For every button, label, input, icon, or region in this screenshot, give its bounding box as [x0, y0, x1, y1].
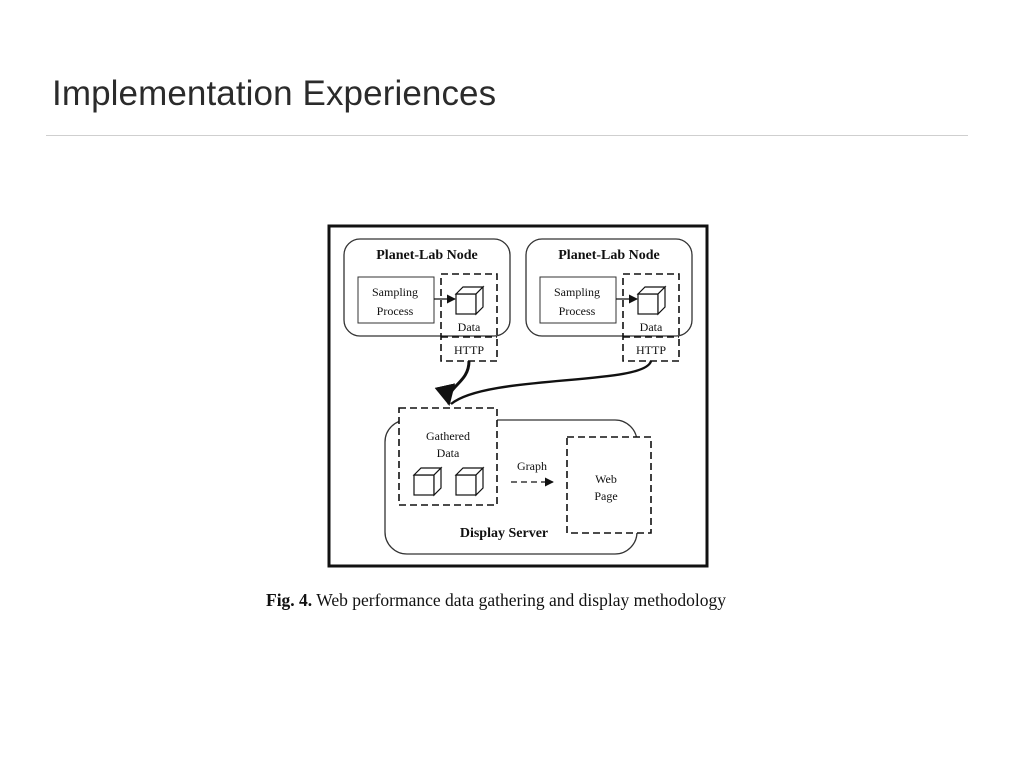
data-cube-icon [454, 466, 485, 497]
http-arrow-right [450, 360, 653, 405]
methodology-diagram: Planet-Lab Node Sampling Process Data HT… [327, 224, 709, 568]
process-label-line1: Sampling [554, 285, 600, 299]
gathered-label-line2: Data [437, 446, 460, 460]
web-label-line1: Web [595, 472, 617, 486]
data-cube-icon [636, 285, 667, 316]
process-label-line2: Process [559, 304, 596, 318]
node-title: Planet-Lab Node [376, 248, 478, 263]
http-arrow-left [434, 360, 471, 407]
http-label: HTTP [636, 343, 666, 357]
node-title: Planet-Lab Node [558, 248, 660, 263]
figure: Planet-Lab Node Sampling Process Data HT… [327, 224, 711, 575]
web-label-line2: Page [594, 489, 617, 503]
web-page-dashed-box [566, 436, 652, 534]
server-title: Display Server [460, 526, 548, 541]
process-label-line2: Process [377, 304, 414, 318]
graph-label: Graph [517, 459, 547, 473]
sampling-process-box [539, 276, 617, 324]
http-label: HTTP [454, 343, 484, 357]
gathered-label-line1: Gathered [426, 429, 470, 443]
caption-text: Web performance data gathering and displ… [316, 590, 726, 610]
data-cube-icon [412, 466, 443, 497]
slide-title: Implementation Experiences [52, 74, 497, 113]
caption-label: Fig. 4. [266, 590, 313, 610]
planet-lab-node-left: Planet-Lab Node Sampling Process Data HT… [343, 238, 511, 362]
display-server: Gathered Data Graph Web Page Display Ser… [384, 407, 652, 555]
data-cube-icon [454, 285, 485, 316]
data-label: Data [458, 320, 481, 334]
sampling-process-box [357, 276, 435, 324]
figure-caption: Fig. 4. Web performance data gathering a… [266, 590, 786, 611]
title-divider [46, 135, 968, 136]
planet-lab-node-right: Planet-Lab Node Sampling Process Data HT… [525, 238, 693, 362]
process-label-line1: Sampling [372, 285, 418, 299]
data-label: Data [640, 320, 663, 334]
